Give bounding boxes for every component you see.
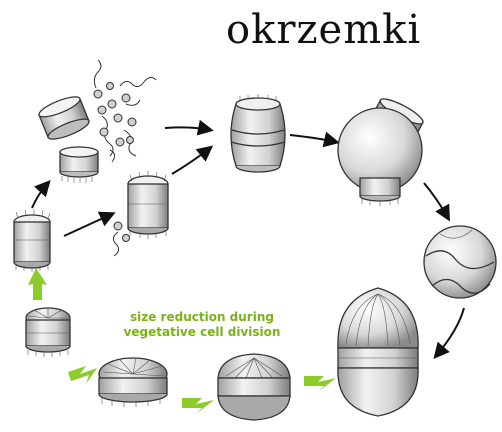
- smallest-vegetative-cell: [14, 209, 50, 272]
- vegetative-cell-small: [26, 308, 70, 357]
- arrow-small-cell-to-mid-cell: [64, 214, 112, 236]
- vegetative-cell-medium: [99, 358, 167, 407]
- arrow-gametes-to-zygote: [165, 127, 210, 130]
- vegetative-cell-large: [218, 354, 290, 420]
- arrow-auxospore-to-expanding: [424, 183, 448, 218]
- green-arrow-2: [182, 398, 214, 414]
- green-arrow-4: [28, 268, 47, 300]
- arrow-expanding-to-initial-cell: [436, 308, 464, 356]
- initial-cell: [338, 288, 418, 416]
- arrow-zygote-to-auxospore: [290, 135, 336, 142]
- expanding-auxospore: [424, 226, 496, 298]
- gamete-producing-cell: [113, 171, 168, 256]
- zygote-cell: [231, 94, 285, 172]
- green-arrow-3: [68, 366, 97, 384]
- auxospore-cell: [338, 95, 426, 206]
- open-valve-bottom: [60, 147, 98, 183]
- size-reduction-caption: size reduction during vegetative cell di…: [100, 310, 304, 340]
- open-valve-top: [37, 93, 91, 143]
- arrow-small-cell-to-gametes: [32, 183, 48, 208]
- arrow-mid-cell-to-zygote: [172, 148, 210, 174]
- gamete-cluster: [94, 60, 156, 162]
- green-arrow-1: [304, 376, 336, 392]
- caption-line-1: size reduction during: [100, 310, 304, 325]
- caption-line-2: vegetative cell division: [100, 325, 304, 340]
